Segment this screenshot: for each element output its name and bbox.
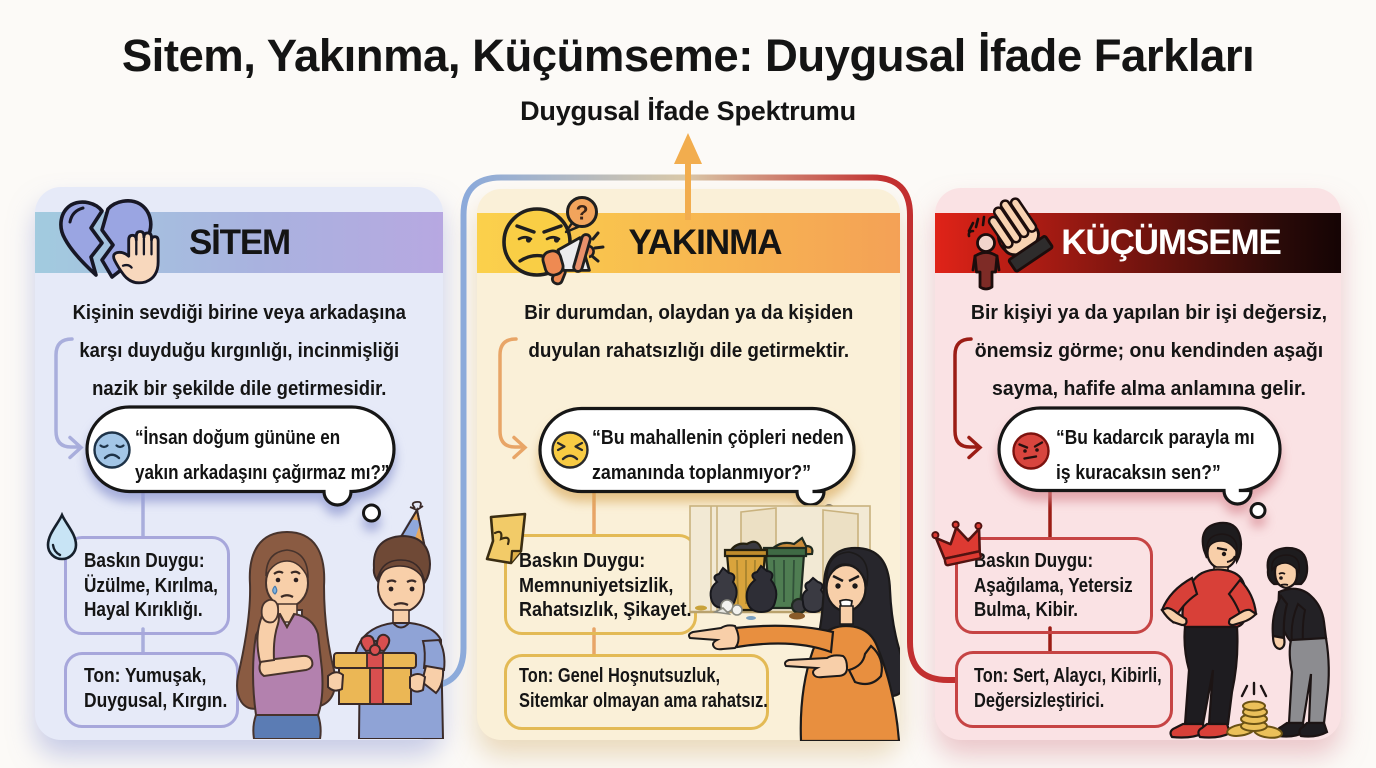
svg-text:?: ? [576,202,589,225]
